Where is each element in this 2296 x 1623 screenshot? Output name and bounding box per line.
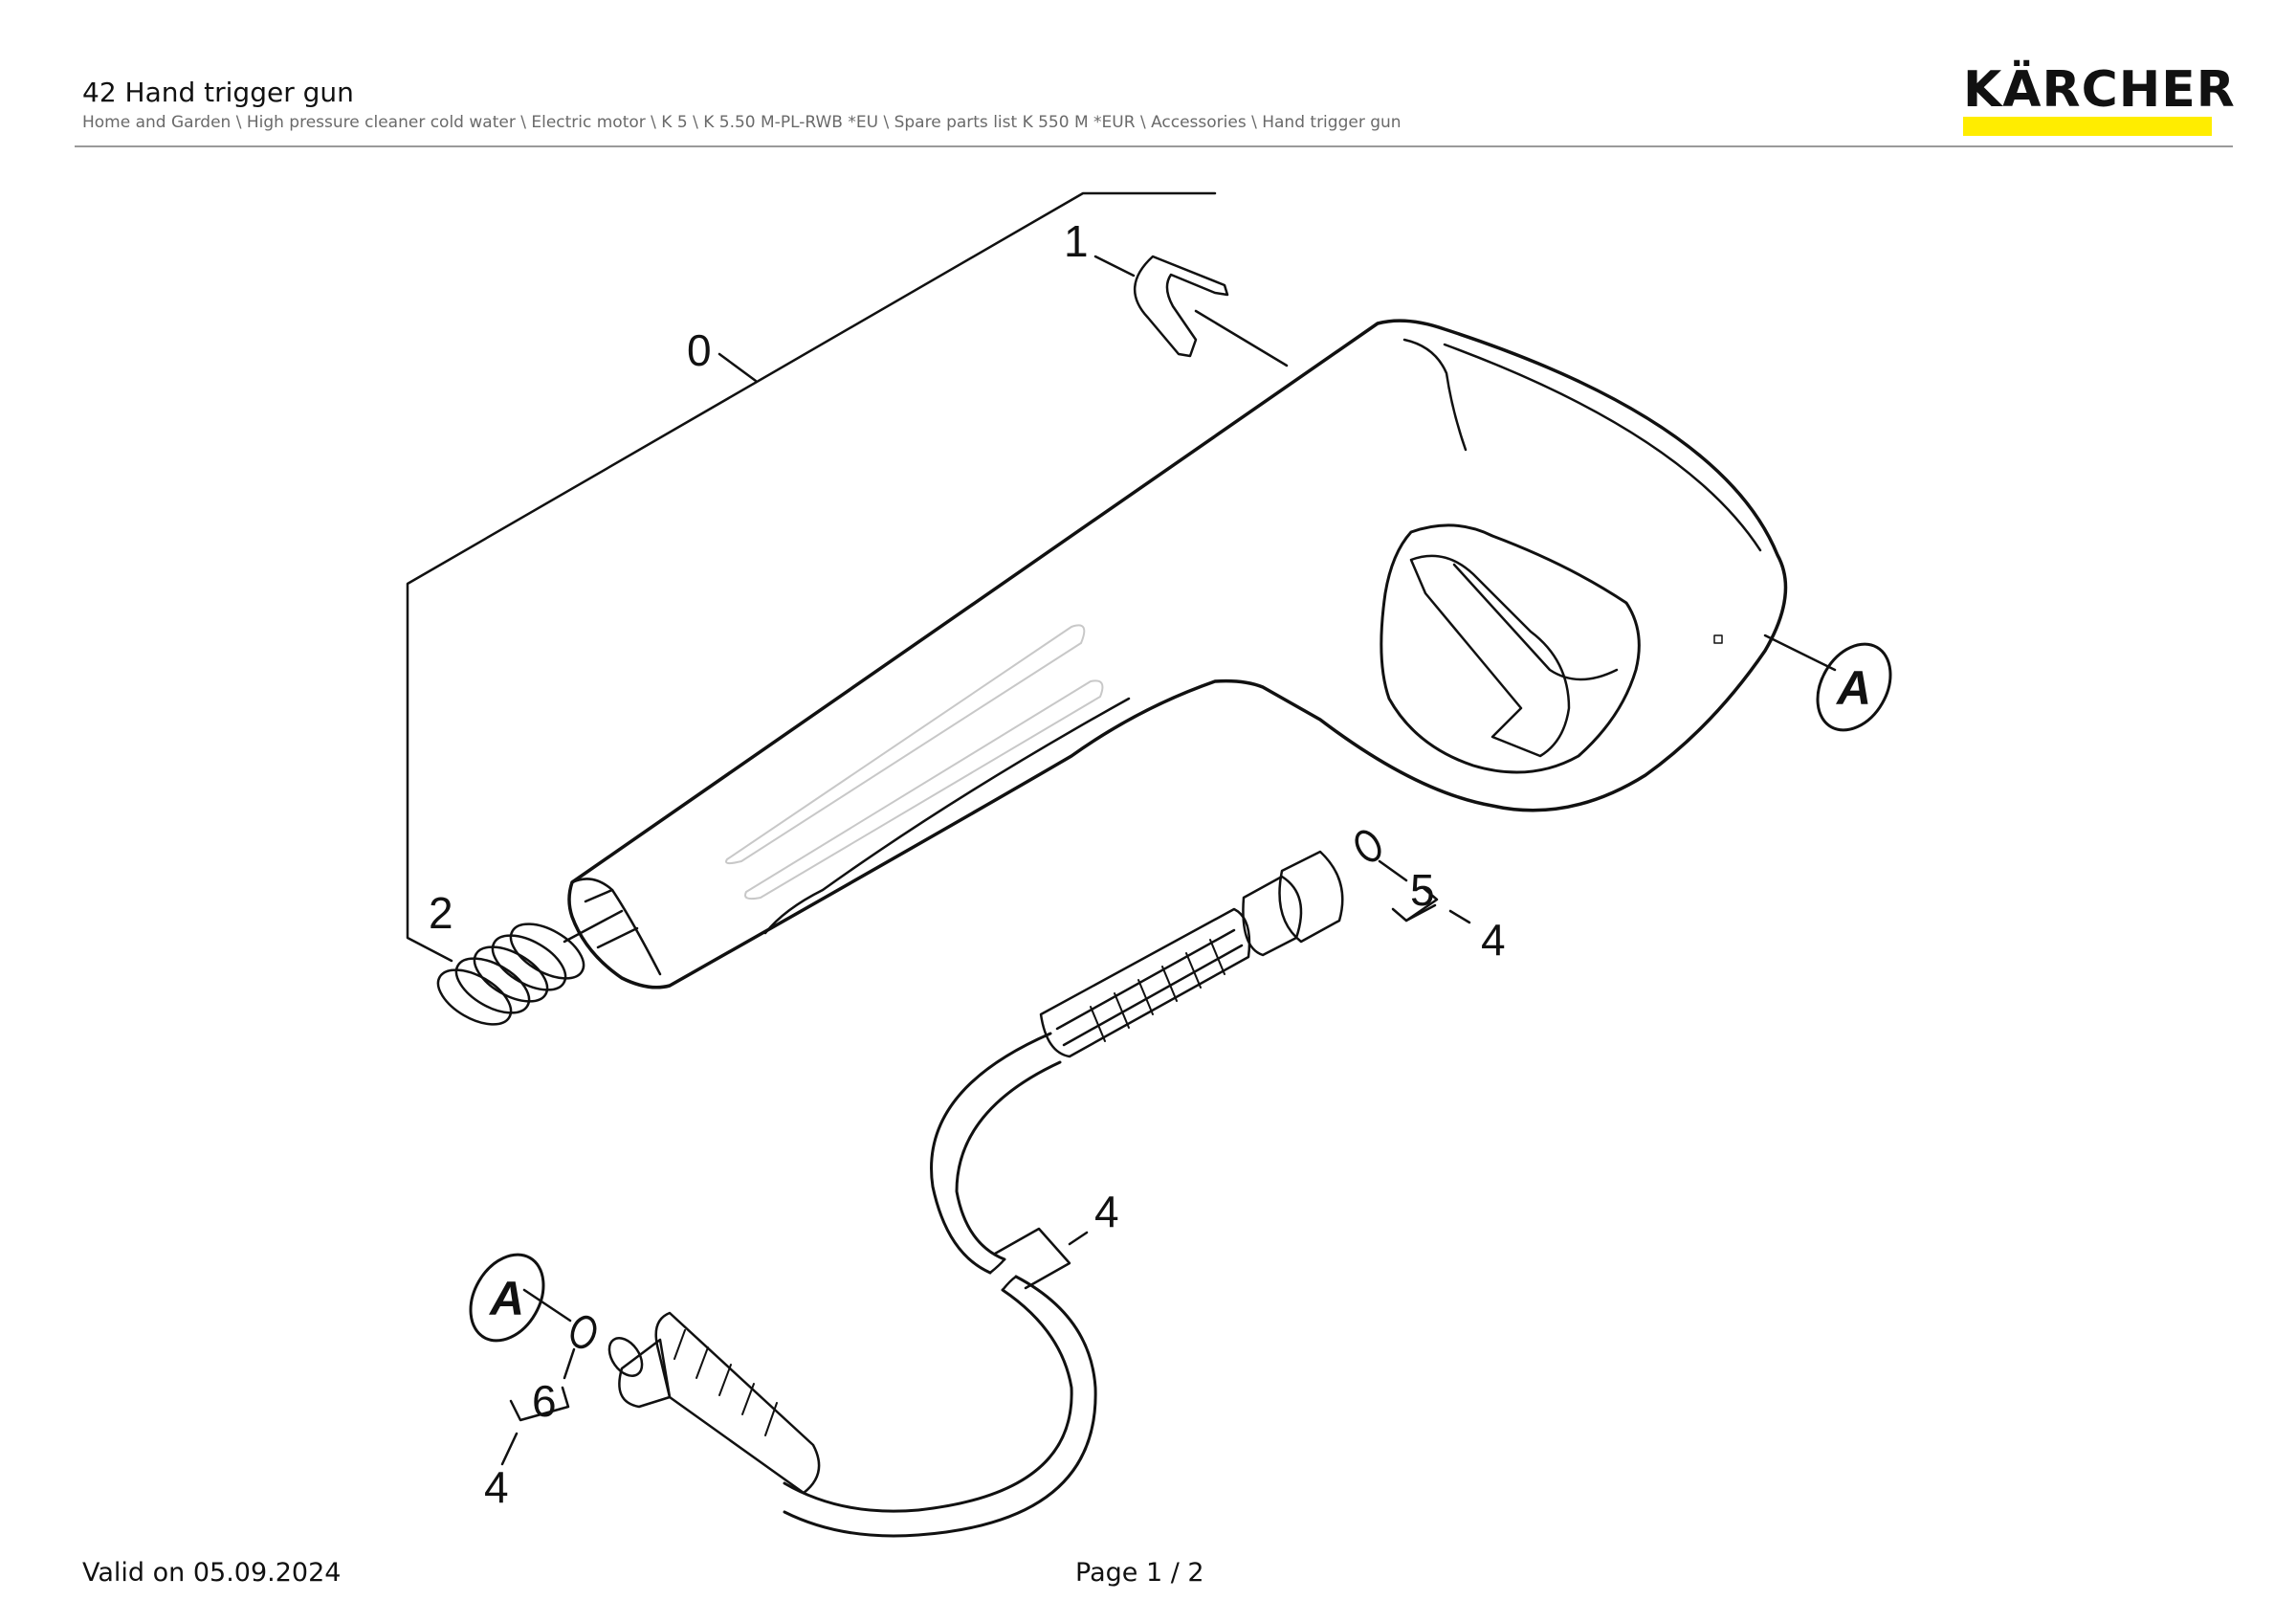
marker-a-label-left: A: [488, 1272, 524, 1325]
marker-a-label-right: A: [1835, 661, 1871, 715]
assembly-bracket-0: [406, 191, 1217, 963]
part-label-1: 1: [1064, 216, 1089, 266]
header-divider: [75, 145, 2233, 147]
breadcrumb: Home and Garden \ High pressure cleaner …: [82, 113, 1402, 132]
brand-logo: KÄRCHER: [1963, 61, 2236, 119]
part-label-4-hose: 4: [1094, 1187, 1119, 1236]
reference-marker-a-right: A: [1816, 642, 1892, 732]
valid-date: Valid on 05.09.2024: [82, 1558, 342, 1588]
spring-part-2: [436, 909, 624, 1026]
part-label-5: 5: [1410, 865, 1435, 915]
part-label-4-top: 4: [1481, 915, 1506, 965]
brand-logo-bar: [1963, 117, 2212, 136]
part-label-6: 6: [532, 1376, 557, 1426]
part-label-0: 0: [687, 325, 712, 375]
o-ring-part-5: [1355, 830, 1381, 862]
clip-part-1: [1093, 255, 1289, 367]
reference-marker-a-left: A: [469, 1253, 545, 1343]
o-ring-part-6: [570, 1315, 597, 1349]
callout-brackets: [500, 859, 1471, 1466]
page-title: 42 Hand trigger gun: [82, 77, 354, 108]
part-label-2: 2: [429, 888, 453, 938]
hose: [607, 850, 1344, 1538]
part-label-4-bottom: 4: [484, 1462, 509, 1512]
gun-body: [567, 319, 1837, 989]
page-number: Page 1 / 2: [1075, 1558, 1204, 1588]
